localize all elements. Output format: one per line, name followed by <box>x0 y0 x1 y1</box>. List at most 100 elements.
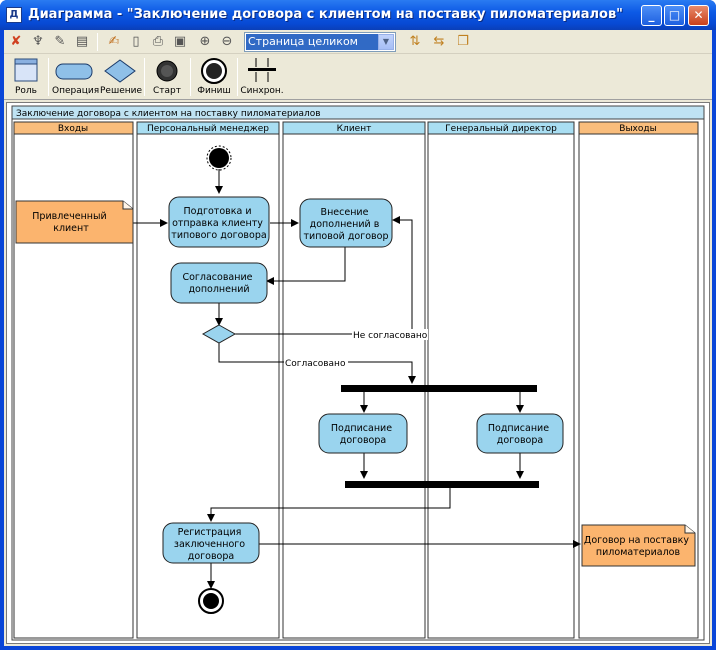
operation-amend[interactable]: Внесение дополнений в типовой договор <box>299 198 393 248</box>
decision-node[interactable] <box>201 324 237 344</box>
operation-sign-client[interactable]: Подписание договора <box>318 413 408 454</box>
edge-label-not-agreed: Не согласовано <box>353 331 428 341</box>
fork-bar[interactable] <box>341 385 537 392</box>
zoom-select[interactable]: Страница целиком ▼ <box>244 32 396 52</box>
sync-icon <box>248 58 276 82</box>
zoom-out-icon[interactable]: ⊖ <box>221 34 233 49</box>
shape-palette: Роль Операция Решение <box>4 54 712 100</box>
zoom-select-value: Страница целиком <box>246 34 378 50</box>
minimize-button[interactable]: _ <box>641 5 662 26</box>
group-icon[interactable]: ❐ <box>457 34 469 49</box>
diagram-svg: Заключение договора с клиентом на постав… <box>11 105 705 641</box>
operation-agree[interactable]: Согласование дополнений <box>170 262 268 304</box>
role-icon <box>14 58 38 82</box>
delete-icon[interactable]: ✘ <box>10 34 22 49</box>
operation-register[interactable]: Регистрация заключенного договора <box>162 522 260 564</box>
palette-separator <box>190 58 191 96</box>
edit-icon[interactable]: ✍ <box>108 34 120 49</box>
title-bar[interactable]: Д Диаграмма - "Заключение договора с кли… <box>0 0 716 30</box>
role-tool[interactable]: Роль <box>8 56 44 98</box>
align-icon[interactable]: ⇆ <box>433 34 445 49</box>
operation-line: Подготовка и <box>183 206 251 217</box>
input-client-note[interactable]: Привлеченный клиент <box>15 200 134 244</box>
lane-general-director[interactable]: Генеральный директор <box>427 121 575 639</box>
zoom-in-icon[interactable]: ⊕ <box>199 34 211 49</box>
lane-inputs[interactable]: Входы <box>13 121 134 639</box>
edge-label-bg <box>352 329 428 340</box>
lane-title: Клиент <box>337 124 372 134</box>
edge-not-agreed[interactable] <box>235 216 413 335</box>
close-button[interactable]: ✕ <box>688 5 709 26</box>
lane-title: Генеральный директор <box>445 124 557 134</box>
operation-line: Согласование <box>182 272 252 283</box>
start-node[interactable] <box>206 145 232 171</box>
output-contract-line-2: пиломатериалов <box>596 547 681 558</box>
join-bar[interactable] <box>345 481 539 488</box>
operation-line: типовой договор <box>304 231 389 242</box>
output-contract-note[interactable]: Договор на поставку пиломатериалов <box>581 524 696 567</box>
maximize-button[interactable]: □ <box>664 5 685 26</box>
operation-sign-director[interactable]: Подписание договора <box>476 413 564 454</box>
lane-title: Входы <box>58 124 88 134</box>
lane-outputs[interactable]: Выходы <box>578 121 699 639</box>
operation-line: заключенного <box>174 539 245 550</box>
svg-text:Подписание договор: Подписание договора <box>488 423 552 446</box>
hierarchy-icon[interactable]: ♆ <box>32 34 44 49</box>
decision-tool[interactable]: Решение <box>100 56 143 98</box>
role-tool-label: Роль <box>15 86 37 96</box>
operation-icon <box>55 63 93 80</box>
page-icon[interactable]: ▯ <box>132 34 140 49</box>
sync-tool[interactable]: Синхрон. <box>240 56 284 98</box>
edge-amend-agree[interactable] <box>266 247 346 285</box>
input-client-line-2: клиент <box>53 223 89 234</box>
lane-title: Выходы <box>619 124 656 134</box>
input-client-line-1: Привлеченный <box>32 211 106 222</box>
start-tool[interactable]: Старт <box>148 56 186 98</box>
finish-node[interactable] <box>198 588 224 614</box>
window-title: Диаграмма - "Заключение договора с клиен… <box>28 7 623 22</box>
operation-line: типового договора <box>171 230 266 241</box>
finish-icon <box>201 58 227 84</box>
operation-prepare[interactable]: Подготовка и отправка клиенту типового д… <box>168 196 270 248</box>
svg-text:Внесение дополнени: Внесение дополнений в типовой договор <box>304 207 389 242</box>
operation-line: Подписание <box>331 423 392 434</box>
window-client-area: ✘ ♆ ✎ ▤ ✍ ▯ ⎙ ▣ ⊕ ⊖ Страница целиком ▼ ⇅… <box>4 30 712 646</box>
lane-client[interactable]: Клиент <box>282 121 426 639</box>
svg-text:Подготовка и отпра: Подготовка и отправка клиенту типового д… <box>171 206 266 241</box>
edges <box>133 169 581 589</box>
edge-join-register[interactable] <box>207 487 451 522</box>
edge-label-bg <box>284 357 348 368</box>
operation-line: отправка клиенту <box>172 218 263 229</box>
chart-icon[interactable]: ✎ <box>54 34 66 49</box>
edge-label-agreed: Согласовано <box>285 359 346 369</box>
svg-text:Подписание договор: Подписание договора <box>331 423 395 446</box>
palette-separator <box>144 58 145 96</box>
print-icon[interactable]: ⎙ <box>152 34 164 49</box>
lane-title: Персональный менеджер <box>147 124 269 134</box>
output-contract-line-1: Договор на поставку <box>584 535 689 546</box>
pool-title: Заключение договора с клиентом на постав… <box>16 109 321 119</box>
operation-line: договора <box>340 435 386 446</box>
finish-tool-label: Финиш <box>197 86 231 96</box>
lane-personal-manager[interactable]: Персональный менеджер <box>136 121 280 639</box>
finish-tool[interactable]: Финиш <box>194 56 234 98</box>
diagram-canvas[interactable]: Заключение договора с клиентом на постав… <box>6 102 710 644</box>
start-tool-label: Старт <box>153 86 181 96</box>
properties-icon[interactable]: ▤ <box>75 34 89 49</box>
operation-tool[interactable]: Операция <box>52 56 100 98</box>
decision-tool-label: Решение <box>100 86 143 96</box>
operation-line: дополнений <box>188 284 249 295</box>
chevron-down-icon[interactable]: ▼ <box>378 34 394 50</box>
operation-tool-label: Операция <box>52 86 100 96</box>
pool-header <box>11 105 705 120</box>
svg-text:Регистрация заключ: Регистрация заключенного договора <box>174 527 248 562</box>
svg-text:Согласование допол: Согласование дополнений <box>182 272 255 295</box>
toolbar-separator <box>97 33 98 51</box>
arrange-icon[interactable]: ⇅ <box>409 34 421 49</box>
page-setup-icon[interactable]: ▣ <box>173 34 187 49</box>
decision-icon <box>104 59 136 83</box>
operation-line: дополнений в <box>310 219 380 230</box>
main-toolbar: ✘ ♆ ✎ ▤ ✍ ▯ ⎙ ▣ ⊕ ⊖ Страница целиком ▼ ⇅… <box>4 30 712 54</box>
operation-line: Подписание <box>488 423 549 434</box>
